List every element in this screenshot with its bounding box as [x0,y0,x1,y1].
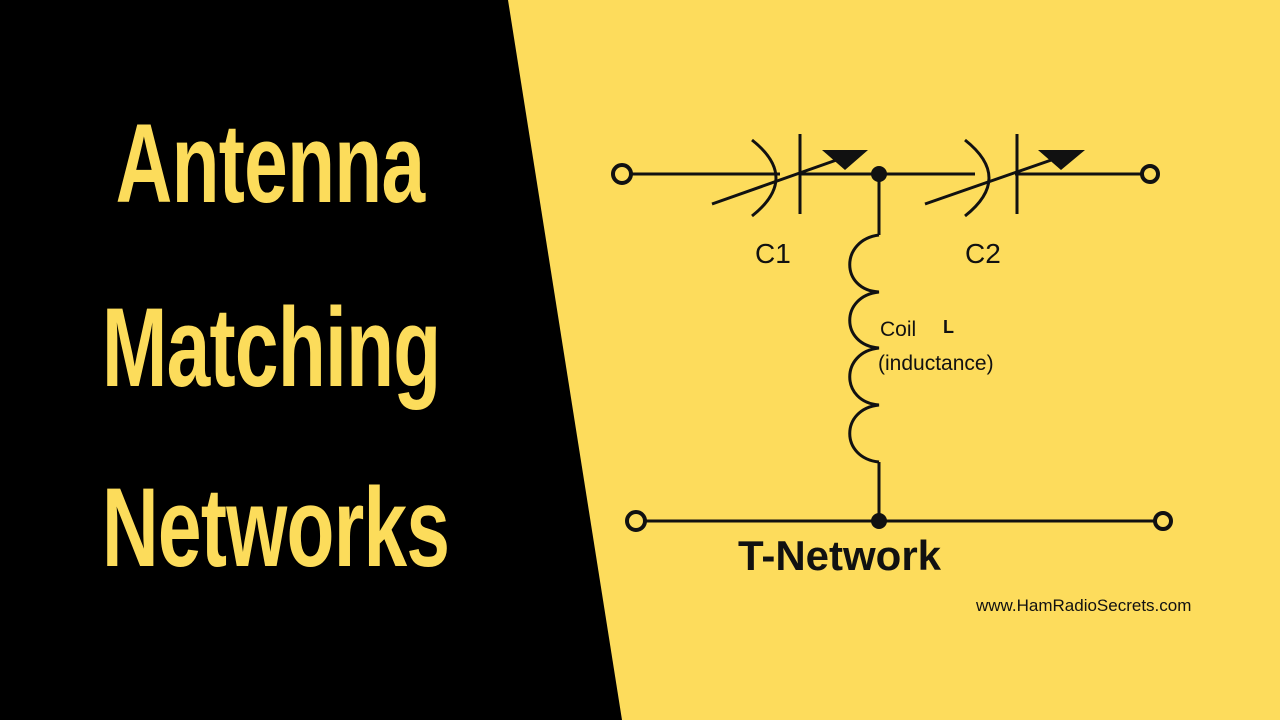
terminal-top-left [611,163,633,185]
watermark: www.HamRadioSecrets.com [975,596,1191,615]
c2-curved-plate [964,138,991,218]
junction-bottom [871,513,887,529]
c1-curved-plate [751,138,778,218]
terminal-bottom-right [1153,511,1173,531]
network-label: T-Network [738,532,942,579]
terminal-top-right [1140,164,1160,184]
title-line-3: Networks [102,465,450,590]
coil-l [848,233,880,464]
junction-top [871,166,887,182]
c2-label: C2 [965,238,1001,269]
c1-label: C1 [755,238,791,269]
c2-arrowhead [1038,150,1085,170]
coil-symbol: L [943,317,954,337]
terminal-bottom-left [625,510,647,532]
coil-description: (inductance) [878,352,994,375]
c2-variable-arrow [924,155,1061,206]
c1-arrowhead [822,150,868,170]
coil-label: Coil [880,318,916,341]
title-line-2: Matching [102,285,441,410]
c1-variable-arrow [711,155,846,206]
title-line-1: Antenna [115,101,425,226]
